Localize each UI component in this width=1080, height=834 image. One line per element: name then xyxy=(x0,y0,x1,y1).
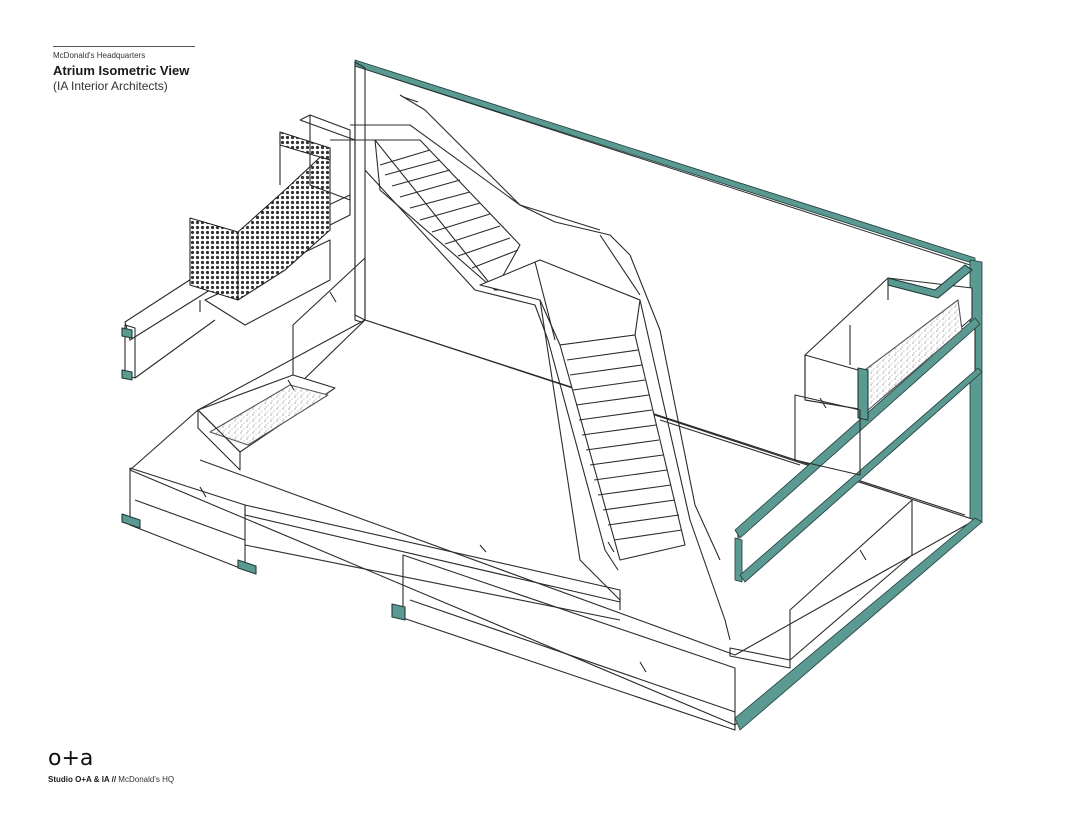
footer: o+a Studio O+A & IA // McDonald's HQ xyxy=(48,746,174,785)
view-subtitle: (IA Interior Architects) xyxy=(53,79,168,93)
front-right-edge xyxy=(729,517,983,731)
studio-credit: Studio O+A & IA xyxy=(48,775,110,784)
stair-lower-handrail xyxy=(547,254,721,571)
stair-upper-flight xyxy=(330,124,601,291)
project-name: McDonald's Headquarters xyxy=(53,51,146,60)
title-rule xyxy=(53,46,195,47)
right-upper-slab xyxy=(734,317,983,583)
left-planter xyxy=(197,257,366,471)
stair-lower-flight xyxy=(539,299,731,641)
mesh-screen-panel xyxy=(189,131,331,301)
view-title: Atrium Isometric View xyxy=(53,63,190,78)
credit-line: Studio O+A & IA // McDonald's HQ xyxy=(48,775,174,784)
front-bottom-guardrail xyxy=(391,554,736,731)
credit-separator: // xyxy=(109,775,119,784)
title-block: McDonald's Headquarters Atrium Isometric… xyxy=(53,46,195,94)
front-left-guardrail xyxy=(121,467,257,575)
right-planter xyxy=(794,264,973,476)
left-upper-planter xyxy=(299,114,351,201)
client-credit: McDonald's HQ xyxy=(118,775,175,784)
right-guardrail xyxy=(789,499,913,661)
studio-logo: o+a xyxy=(48,746,94,771)
stair-upper-handrail xyxy=(364,94,631,341)
